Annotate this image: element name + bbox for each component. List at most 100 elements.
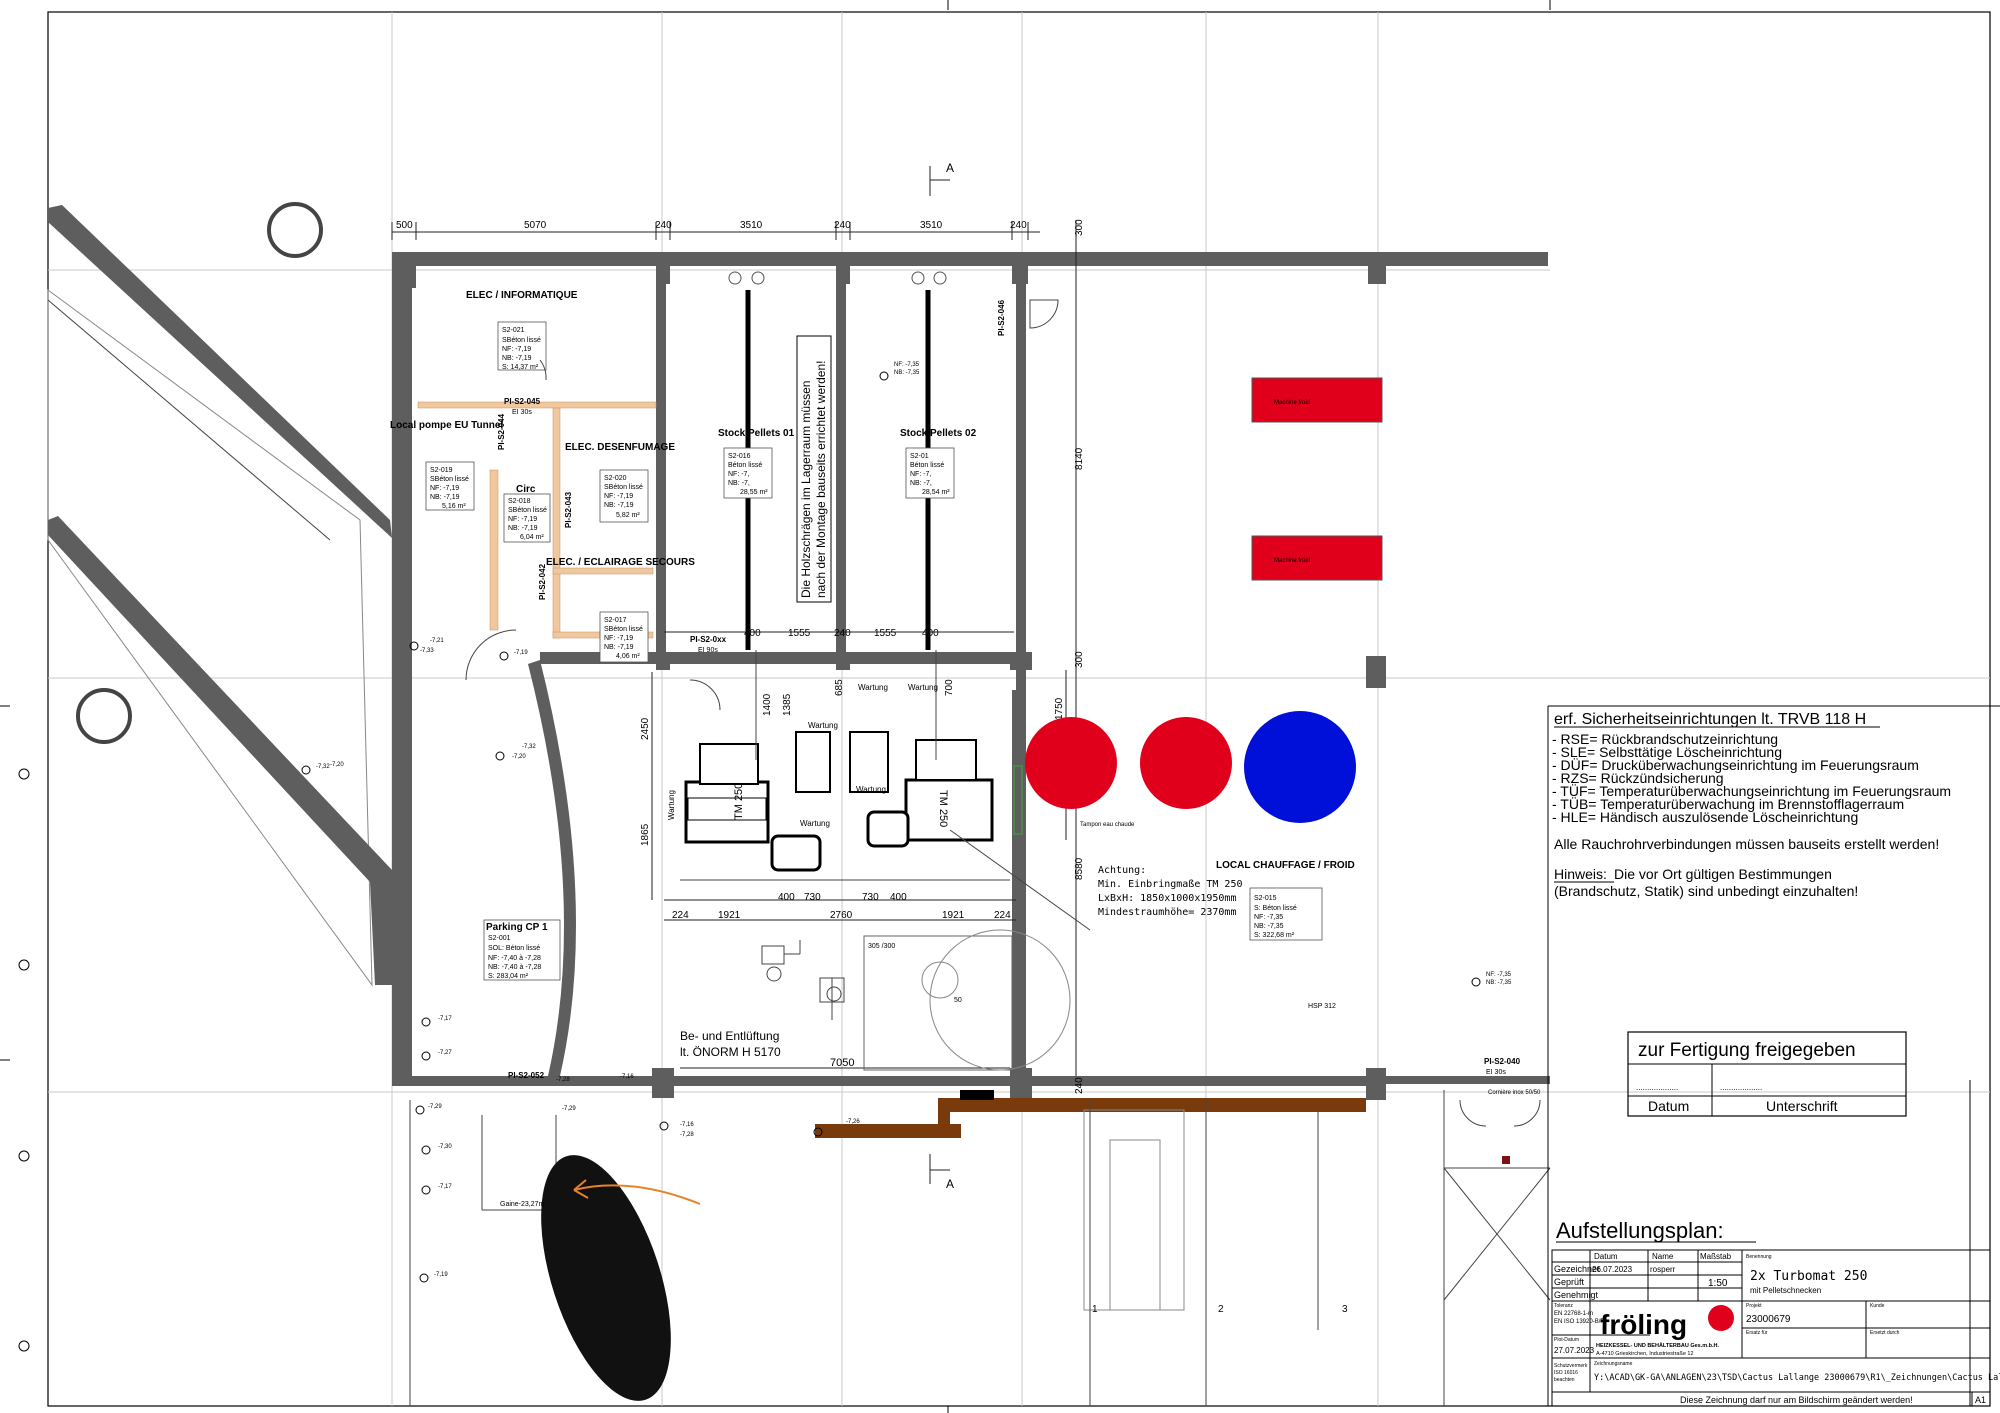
dimension-label: 3510 [740,220,763,231]
dimension-label: 1555 [788,628,811,639]
dimension-label: 1921 [942,910,965,921]
tb-replaced-by-label: Ersetzt durch [1870,1330,1900,1336]
svg-text:6,04 m²: 6,04 m² [520,534,544,541]
tb-plot-date: 27.07.2023 [1554,1346,1595,1355]
door-label: PI-S2-044 [497,413,506,450]
svg-text:NF: -7,19: NF: -7,19 [508,516,537,523]
dimension-label: 685 [834,679,845,696]
door-labels: PI-S2-045 EI 30s PI-S2-044 PI-S2-043 PI-… [497,299,1541,1096]
svg-text:NB: -7,40 à -7,28: NB: -7,40 à -7,28 [488,964,541,971]
svg-text:NF: -7,19: NF: -7,19 [502,346,531,353]
svg-text:Wartung: Wartung [856,785,886,794]
dimension-label: 300 [1074,651,1085,668]
svg-text:S: 322,68 m²: S: 322,68 m² [1254,932,1295,939]
dimension-label: 240 [834,628,851,639]
svg-text:S: Béton lissé: S: Béton lissé [1254,905,1297,912]
tb-gez-date: 26.07.2023 [1592,1265,1633,1274]
svg-text:-7,19: -7,19 [514,650,528,656]
dimension-label: 1865 [640,823,651,846]
svg-text:-7,32: -7,32 [316,764,330,770]
boiler-label: TM 250 [733,783,745,820]
svg-text:SBéton lissé: SBéton lissé [430,476,469,483]
tb-head: Name [1652,1252,1674,1261]
tb-head: Benennung [1746,1254,1772,1260]
svg-text:-7,28: -7,28 [680,1132,694,1138]
tb-customer-label: Kunde [1870,1303,1885,1309]
room-info-box: S2-01 Béton lissé NF: -7, NB: -7, 28,54 … [905,447,955,499]
approval-sign-label: Unterschrift [1766,1098,1838,1114]
pipe-fittings [761,940,845,1020]
svg-text:-7,20: -7,20 [330,762,344,768]
dimension-label: 240 [1010,220,1027,231]
dimension-label: 400 [890,892,907,903]
dimension-label: 5070 [524,220,547,231]
room-title: LOCAL CHAUFFAGE / FROID [1216,860,1355,871]
tb-row: Geprüft [1554,1277,1585,1287]
tb-scale: 1:50 [1708,1278,1728,1289]
boiler-label: TM 250 [937,790,949,827]
dimension-label: 700 [944,679,955,696]
svg-text:NF: -7,35: NF: -7,35 [1254,914,1283,921]
stair-label: 305 /300 [868,943,895,950]
svg-text:-7,16: -7,16 [620,1074,634,1080]
svg-text:Mindestraumhöhe= 2370mm: Mindestraumhöhe= 2370mm [1098,907,1236,918]
svg-text:Wartung: Wartung [908,683,938,692]
maintenance-labels: Wartung Wartung Wartung Wartung Wartung … [667,683,938,828]
svg-text:5,16 m²: 5,16 m² [442,503,466,510]
tb-subtitle: mit Pelletschnecken [1750,1286,1821,1295]
svg-text:28,55 m²: 28,55 m² [740,489,768,496]
svg-text:Wartung: Wartung [858,683,888,692]
safety-legend: erf. Sicherheitseinrichtungen lt. TRVB 1… [1547,705,1990,1406]
stair-number: 2 [1218,1304,1224,1315]
tb-gez-name: rosperr [1650,1265,1676,1274]
section-label: A [946,161,954,175]
slope-note: Die Holzschrägen im Lagerraum müssen nac… [796,335,832,603]
dimension-label: 300 [1074,219,1085,236]
tb-plot-label: Plot-Datum [1554,1337,1579,1343]
froling-logo: fröling [1600,1305,1734,1340]
svg-text:S2-017: S2-017 [604,617,627,624]
svg-text:S: 14,37 m²: S: 14,37 m² [502,364,539,371]
top-dimensions: 500 5070 240 3510 240 3510 240 300 8140 … [391,219,1085,1094]
svg-text:NF: -7,: NF: -7, [910,471,931,478]
room-info-box: S2-018 SBéton lissé NF: -7,19 NB: -7,19 … [503,493,551,543]
buffer-tank-red [1025,717,1117,809]
svg-text:S2-019: S2-019 [430,467,453,474]
legend-item: - TÜB= Temperaturüberwachung im Brennsto… [1552,795,1904,812]
svg-text:LxBxH: 1850x1000x1950mm: LxBxH: 1850x1000x1950mm [1098,893,1236,904]
legend-item: - HLE= Händisch auszulösende Löscheinric… [1552,809,1858,825]
svg-text:SBéton lissé: SBéton lissé [502,337,541,344]
steel-beam [938,1098,950,1138]
svg-text:SBéton lissé: SBéton lissé [508,507,547,514]
room-info-box: S2-016 Béton lissé NF: -7, NB: -7, 28,55… [723,447,773,499]
svg-text:NB: -7,19: NB: -7,19 [604,502,634,509]
tb-protection: beachten [1554,1377,1575,1383]
room-title: ELEC. / ECLAIRAGE SECOURS [546,557,695,568]
legend-item: - RZS= Rückzündsicherung [1552,770,1724,786]
parked-car: Gaine-23,27m [500,1155,701,1401]
room-title: Parking CP 1 [486,922,548,933]
buffer-tanks: Tampon eau chaude [1013,711,1356,835]
dimension-label: 224 [672,910,689,921]
svg-text:NB: -7,35: NB: -7,35 [1486,980,1512,986]
tampon-label: Tampon eau chaude [1080,822,1135,828]
room-title: ELEC. DESENFUMAGE [565,442,675,453]
dimension-label: 240 [834,220,851,231]
svg-text:4,06 m²: 4,06 m² [616,653,640,660]
approval-stamp: zur Fertigung freigegeben ..............… [1627,1031,1907,1117]
door-rating: EI 90s [698,647,718,654]
svg-text:S2-016: S2-016 [728,453,751,460]
svg-text:-7,17: -7,17 [438,1184,452,1190]
svg-text:S2-01: S2-01 [910,453,929,460]
tb-std: EN ISO 13920-B/F [1554,1319,1604,1325]
svg-text:NB: -7,: NB: -7, [910,480,932,487]
svg-text:-7,26: -7,26 [846,1119,860,1125]
stair-number: 3 [1342,1304,1348,1315]
svg-text:-7,16: -7,16 [680,1122,694,1128]
svg-text:-7,27: -7,27 [438,1050,452,1056]
room-info-box: S2-015 S: Béton lissé NF: -7,35 NB: -7,3… [1249,887,1323,941]
level-markers: -7,21 -7,33 -7,19 -7,32 -7,20 -7,20 -7,3… [301,362,1512,1283]
dimension-label: 1555 [874,628,897,639]
approval-dots: ................... [1720,1083,1762,1092]
